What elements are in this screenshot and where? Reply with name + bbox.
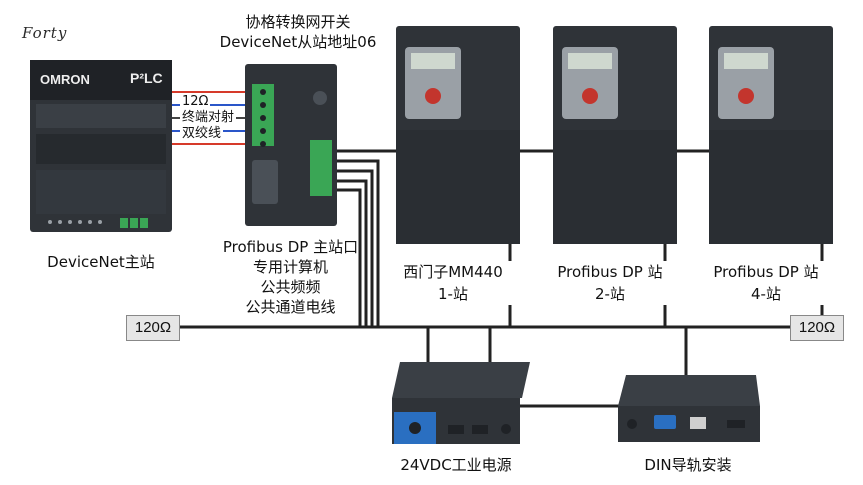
plc-caption: DeviceNet主站 [47,253,155,271]
drive-3-caption: Profibus DP 站 4-站 [699,261,833,305]
rj45-port-icon [690,417,706,429]
wire-note-2: 终端对射 [180,110,237,125]
terminator-right: 120Ω [790,315,844,341]
drive-1-caption-line2: 1-站 [438,285,468,303]
bus-lines [180,149,824,408]
master-caption-line3: 公共频频 [260,278,321,296]
drive-1 [396,26,520,244]
gateway-title-line1: 协格转换网开关 [245,13,351,31]
hdmi-port-icon [727,420,745,428]
drive-2-caption-line1: Profibus DP 站 [557,263,663,281]
drive-1-caption-line1: 西门子MM440 [403,263,503,281]
plc-model-label: P²LC [130,70,163,86]
drive-3 [709,26,833,244]
master-caption-line1: Profibus DP 主站口 [222,238,359,256]
omron-logo: OMRON [40,72,90,87]
plc-io-terminals [120,218,148,228]
wire-note-3: 双绞线 [180,126,224,141]
plc-unit [30,60,172,232]
drive-2 [553,26,677,244]
din-device-caption: DIN导轨安装 [644,456,732,474]
drive-3-caption-line2: 4-站 [751,285,781,303]
master-caption-line2: 专用计算机 [252,258,328,276]
watermark-logo: Forty [22,24,68,42]
master-caption-line4: 公共通道电线 [245,298,336,316]
din-device [618,375,760,442]
gateway-title: 协格转换网开关 DeviceNet从站地址06 [214,12,382,52]
drive-2-caption: Profibus DP 站 2-站 [543,261,677,305]
drive-1-caption: 西门子MM440 1-站 [386,261,520,305]
master-caption: Profibus DP 主站口 专用计算机 公共频频 公共通道电线 [208,237,373,317]
gateway-title-line2: DeviceNet从站地址06 [219,33,377,51]
terminator-left: 120Ω [126,315,180,341]
power-supply [392,362,530,444]
drive-3-caption-line1: Profibus DP 站 [713,263,819,281]
gateway-device [245,64,337,226]
vga-port-icon [654,415,676,429]
wire-note-1: 12Ω [180,94,211,109]
power-supply-caption: 24VDC工业电源 [400,456,512,474]
drive-2-caption-line2: 2-站 [595,285,625,303]
